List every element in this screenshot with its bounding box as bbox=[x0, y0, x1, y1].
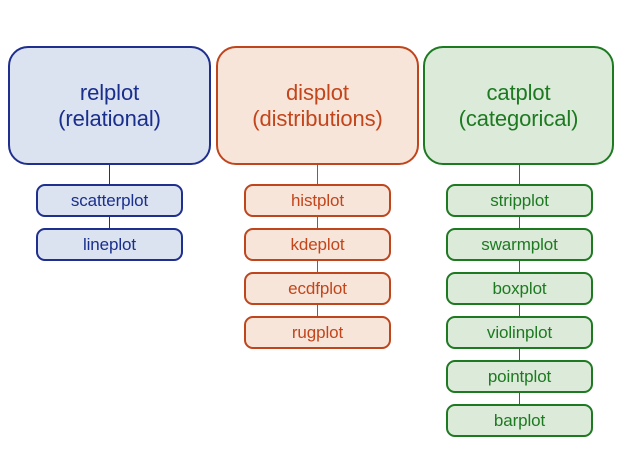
parent-box-catplot-text: catplot (categorical) bbox=[459, 80, 579, 132]
child-box-swarmplot[interactable]: swarmplot bbox=[446, 228, 593, 261]
child-box-barplot[interactable]: barplot bbox=[446, 404, 593, 437]
connector-scatterplot-lineplot bbox=[109, 216, 110, 229]
parent-title: relplot bbox=[79, 79, 140, 105]
child-box-label: kdeplot bbox=[290, 234, 345, 254]
child-box-label: histplot bbox=[290, 190, 345, 210]
parent-box-relplot-text: relplot (relational) bbox=[58, 80, 161, 132]
child-box-kdeplot[interactable]: kdeplot bbox=[244, 228, 391, 261]
child-box-scatterplot[interactable]: scatterplot bbox=[36, 184, 183, 217]
child-box-label: barplot bbox=[493, 410, 546, 430]
parent-title: displot bbox=[286, 79, 349, 105]
child-box-label: pointplot bbox=[487, 366, 552, 386]
connector-boxplot-violinplot bbox=[519, 304, 520, 317]
parent-box-displot[interactable]: displot (distributions) bbox=[216, 46, 419, 165]
child-box-label: lineplot bbox=[82, 234, 137, 254]
connector-stripplot-swarmplot bbox=[519, 216, 520, 229]
connector-histplot-kdeplot bbox=[317, 216, 318, 229]
child-box-ecdfplot[interactable]: ecdfplot bbox=[244, 272, 391, 305]
child-box-stripplot[interactable]: stripplot bbox=[446, 184, 593, 217]
child-box-lineplot[interactable]: lineplot bbox=[36, 228, 183, 261]
connector-ecdfplot-rugplot bbox=[317, 304, 318, 317]
connector-pointplot-barplot bbox=[519, 392, 520, 405]
parent-box-relplot[interactable]: relplot (relational) bbox=[8, 46, 211, 165]
child-box-label: scatterplot bbox=[70, 190, 149, 210]
child-box-label: boxplot bbox=[492, 278, 547, 298]
parent-box-displot-text: displot (distributions) bbox=[252, 80, 383, 132]
child-box-label: stripplot bbox=[490, 190, 549, 210]
connector-catplot-stripplot bbox=[519, 165, 520, 185]
column-relplot: relplot (relational) scatterplot lineplo… bbox=[0, 0, 218, 457]
child-box-boxplot[interactable]: boxplot bbox=[446, 272, 593, 305]
child-box-label: swarmplot bbox=[481, 234, 558, 254]
connector-kdeplot-ecdfplot bbox=[317, 260, 318, 273]
child-box-label: rugplot bbox=[291, 322, 344, 342]
child-box-violinplot[interactable]: violinplot bbox=[446, 316, 593, 349]
connector-swarmplot-boxplot bbox=[519, 260, 520, 273]
child-box-label: ecdfplot bbox=[288, 278, 347, 298]
child-box-rugplot[interactable]: rugplot bbox=[244, 316, 391, 349]
child-box-pointplot[interactable]: pointplot bbox=[446, 360, 593, 393]
parent-subtitle: (categorical) bbox=[458, 105, 579, 131]
connector-violinplot-pointplot bbox=[519, 348, 520, 361]
parent-title: catplot bbox=[486, 79, 551, 105]
parent-subtitle: (distributions) bbox=[252, 105, 383, 131]
parent-box-catplot[interactable]: catplot (categorical) bbox=[423, 46, 614, 165]
child-box-label: violinplot bbox=[486, 322, 553, 342]
parent-subtitle: (relational) bbox=[58, 105, 161, 131]
connector-relplot-scatterplot bbox=[109, 165, 110, 185]
connector-displot-histplot bbox=[317, 165, 318, 185]
